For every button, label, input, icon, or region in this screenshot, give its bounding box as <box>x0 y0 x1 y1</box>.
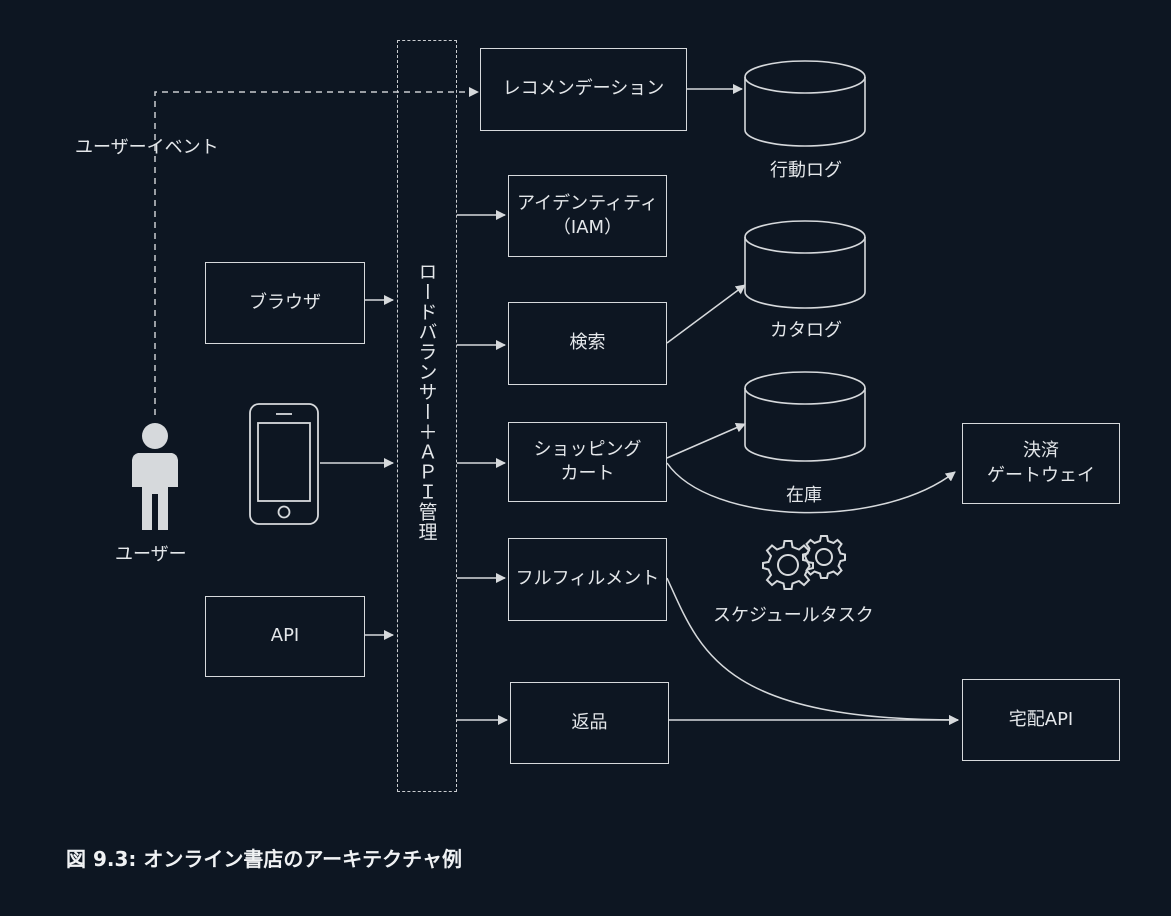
fulfillment-label: フルフィルメント <box>515 568 660 590</box>
cart-label-line1: ショッピング <box>533 438 642 460</box>
delivery-api-label: 宅配API <box>1008 708 1074 730</box>
cart-to-payment-arrow <box>666 462 956 514</box>
user-label: ユーザー <box>115 544 187 565</box>
user-icon <box>132 423 178 530</box>
search-label: 検索 <box>569 332 606 354</box>
api-client-box: API <box>205 596 365 677</box>
inventory-database-icon <box>744 371 866 462</box>
recommendation-box: レコメンデーション <box>480 48 687 131</box>
user-event-arrow <box>154 87 479 415</box>
load-balancer-box <box>397 40 457 792</box>
identity-label-line1: アイデンティティ <box>517 192 658 214</box>
returns-box: 返品 <box>510 682 669 764</box>
scheduled-task-label: スケジュールタスク <box>713 605 874 626</box>
inventory-label: 在庫 <box>786 485 822 506</box>
delivery-api-box: 宅配API <box>962 679 1120 761</box>
search-box: 検索 <box>508 302 667 385</box>
user-event-label: ユーザーイベント <box>75 137 219 158</box>
identity-label-line2: （IAM） <box>552 217 623 238</box>
payment-label-line2: ゲートウェイ <box>987 464 1095 486</box>
cart-to-inventory-arrow <box>666 423 746 459</box>
activity-log-database-icon <box>744 60 866 147</box>
cart-label-line2: カート <box>560 463 615 484</box>
payment-label-line1: 決済 <box>1023 440 1059 462</box>
browser-box: ブラウザ <box>205 262 365 344</box>
smartphone-icon <box>249 403 319 525</box>
catalog-database-icon <box>744 220 866 309</box>
browser-label: ブラウザ <box>249 291 321 313</box>
recommendation-label: レコメンデーション <box>502 78 665 100</box>
search-to-catalog-arrow <box>666 284 746 344</box>
gears-icon <box>762 535 846 590</box>
cart-box: ショッピング カート <box>508 422 667 502</box>
load-balancer-label: ロードバランサー＋ＡＰＩ管理 <box>415 262 438 542</box>
fulfillment-to-delivery-arrow <box>666 577 959 725</box>
fulfillment-box: フルフィルメント <box>508 538 667 621</box>
figure-caption: 図 9.3: オンライン書店のアーキテクチャ例 <box>66 847 462 871</box>
api-client-label: API <box>270 625 300 647</box>
payment-gateway-box: 決済 ゲートウェイ <box>962 423 1120 504</box>
identity-box: アイデンティティ （IAM） <box>508 175 667 257</box>
activity-log-label: 行動ログ <box>770 160 842 181</box>
returns-label: 返品 <box>571 711 608 733</box>
catalog-label: カタログ <box>770 320 842 341</box>
